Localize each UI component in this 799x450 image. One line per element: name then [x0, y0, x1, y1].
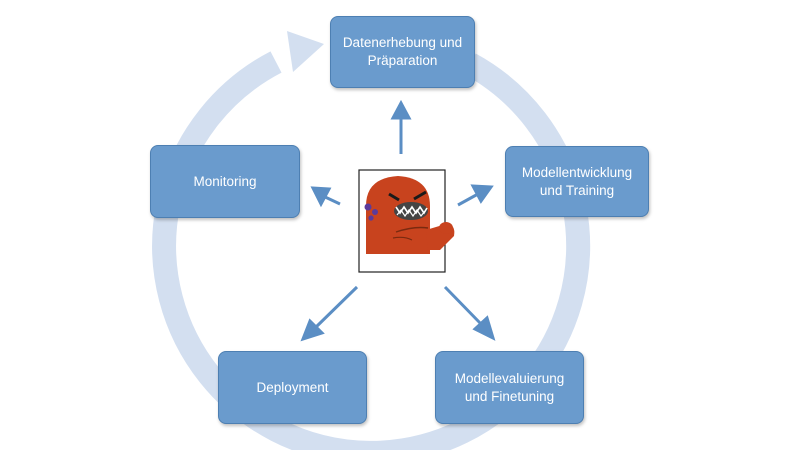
stage-label: Deployment [256, 379, 329, 395]
radial-arrows [300, 99, 496, 342]
arrow-to-stage-3 [443, 285, 484, 327]
stage-box-deployment: Deployment [218, 351, 367, 424]
stage-box-data-collection: Datenerhebung und Präparation [330, 16, 475, 88]
bias-label: BIAS [382, 252, 415, 268]
cycle-ring-arrowhead [287, 31, 324, 72]
stage-box-model-development: Modellentwicklung und Training [505, 146, 649, 217]
arrow-to-stage-2 [457, 192, 479, 207]
stage-label: Modellentwicklung und Training [521, 164, 633, 198]
bias-monster-icon: BIAS [358, 169, 455, 273]
stage-label: Modellevaluierung und Finetuning [454, 370, 565, 404]
stage-box-model-evaluation: Modellevaluierung und Finetuning [435, 351, 584, 424]
stage-label: Datenerhebung und Präparation [342, 35, 463, 68]
arrow-to-stage-4 [313, 285, 359, 330]
stage-label: Monitoring [193, 173, 257, 189]
stage-box-monitoring: Monitoring [150, 145, 300, 218]
